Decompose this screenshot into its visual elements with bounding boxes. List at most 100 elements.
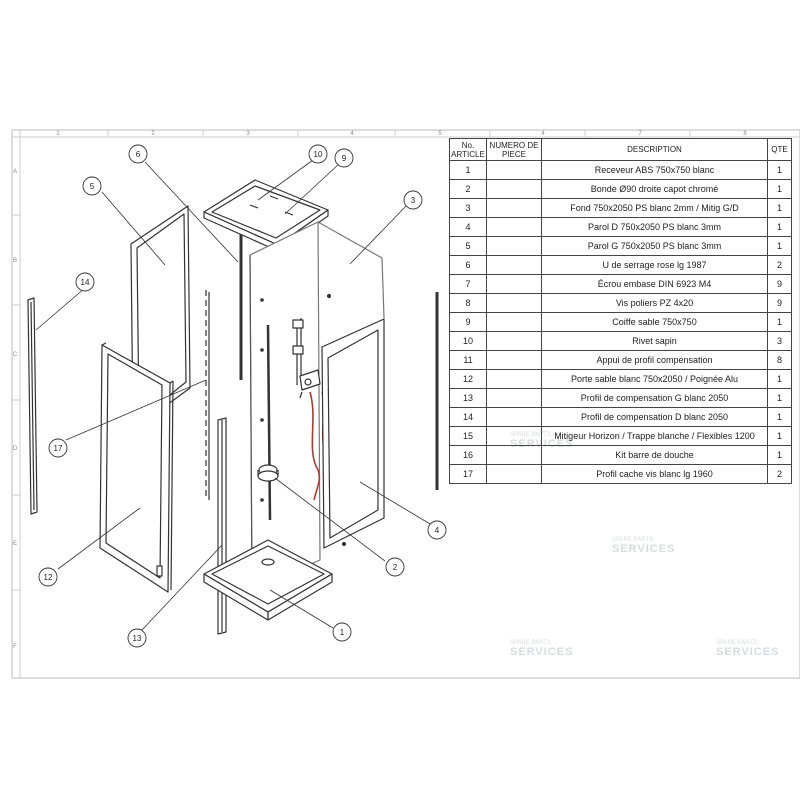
svg-text:2: 2 (393, 563, 398, 572)
svg-text:6: 6 (136, 150, 141, 159)
cell-description: Vis poliers PZ 4x20 (541, 293, 768, 313)
cell-article-number: 13 (449, 388, 487, 408)
cell-description: Appui de profil compensation (541, 350, 768, 370)
cell-quantity: 2 (767, 464, 792, 484)
cell-article-number: 6 (449, 255, 487, 275)
cell-part-number (486, 445, 542, 465)
cell-part-number (486, 369, 542, 389)
cell-article-number: 8 (449, 293, 487, 313)
balloon-10: 10 (308, 144, 328, 164)
cell-description: Receveur ABS 750x750 blanc (541, 160, 768, 180)
col-label: 1 (56, 131, 60, 137)
part-17-cover-profile (205, 290, 210, 500)
cell-article-number: 7 (449, 274, 487, 294)
cell-article-number: 1 (449, 160, 487, 180)
balloon-17: 17 (48, 438, 68, 458)
cell-article-number: 5 (449, 236, 487, 256)
cell-article-number: 17 (449, 464, 487, 484)
cell-quantity: 1 (767, 369, 792, 389)
cell-quantity: 9 (767, 274, 792, 294)
cell-article-number: 15 (449, 426, 487, 446)
cell-quantity: 1 (767, 160, 792, 180)
svg-text:14: 14 (81, 278, 90, 287)
balloon-12: 12 (38, 567, 58, 587)
parts-list-table: No. ARTICLE NUMERO DE PIECE DESCRIPTION … (449, 138, 792, 484)
cell-article-number: 16 (449, 445, 487, 465)
cell-part-number (486, 217, 542, 237)
cell-description: U de serrage rose lg 1987 (541, 255, 768, 275)
part-13-left-profile (27, 297, 38, 515)
part-11-support-profile (266, 324, 272, 521)
balloon-3: 3 (403, 190, 423, 210)
cell-part-number (486, 312, 542, 332)
cell-article-number: 4 (449, 217, 487, 237)
svg-text:9: 9 (342, 154, 347, 163)
cell-part-number (486, 350, 542, 370)
cell-part-number (486, 407, 542, 427)
part-2-drain (257, 464, 279, 482)
svg-text:4: 4 (435, 526, 440, 535)
svg-text:17: 17 (54, 444, 63, 453)
svg-text:5: 5 (90, 182, 95, 191)
svg-text:13: 13 (133, 634, 142, 643)
cell-description: Porte sable blanc 750x2050 / Poignée Alu (541, 369, 768, 389)
row-label: D (13, 446, 18, 452)
header-qty: QTE (767, 138, 792, 161)
row-label: F (13, 644, 17, 650)
cell-part-number (486, 464, 542, 484)
balloon-9: 9 (334, 148, 354, 168)
cell-description: Parol G 750x2050 PS blanc 3mm (541, 236, 768, 256)
cell-quantity: 2 (767, 255, 792, 275)
cell-description: Profil de compensation D blanc 2050 (541, 407, 768, 427)
col-label: 7 (638, 131, 642, 137)
cell-quantity: 8 (767, 350, 792, 370)
balloon-14: 13 (127, 628, 147, 648)
balloon-5: 5 (82, 176, 102, 196)
header-part-number: NUMERO DE PIECE (486, 138, 542, 161)
cell-part-number (486, 331, 542, 351)
cell-part-number (486, 388, 542, 408)
leader-lines (35, 159, 431, 631)
cell-article-number: 12 (449, 369, 487, 389)
part-4-right-panel (321, 318, 385, 549)
cell-quantity: 1 (767, 198, 792, 218)
col-label: 3 (246, 131, 250, 137)
header-number: No. ARTICLE (449, 138, 487, 161)
cell-quantity: 1 (767, 236, 792, 256)
balloon-2: 2 (385, 557, 405, 577)
svg-text:3: 3 (411, 196, 416, 205)
row-label: E (13, 541, 17, 547)
cell-article-number: 3 (449, 198, 487, 218)
cell-description: Coiffe sable 750x750 (541, 312, 768, 332)
cell-quantity: 3 (767, 331, 792, 351)
col-label: 5 (438, 131, 442, 137)
cell-article-number: 2 (449, 179, 487, 199)
cell-description: Fond 750x2050 PS blanc 2mm / Mitig G/D (541, 198, 768, 218)
cell-part-number (486, 198, 542, 218)
row-label: B (13, 258, 17, 264)
part-12-door (99, 342, 174, 593)
col-label: 8 (743, 131, 747, 137)
svg-text:10: 10 (314, 150, 323, 159)
col-label: 4 (541, 131, 545, 137)
row-label: C (13, 352, 18, 358)
part-3-back-panel (249, 221, 385, 591)
cell-quantity: 1 (767, 426, 792, 446)
cell-description: Bonde Ø90 droite capot chromé (541, 179, 768, 199)
balloon-13: 14 (75, 272, 95, 292)
